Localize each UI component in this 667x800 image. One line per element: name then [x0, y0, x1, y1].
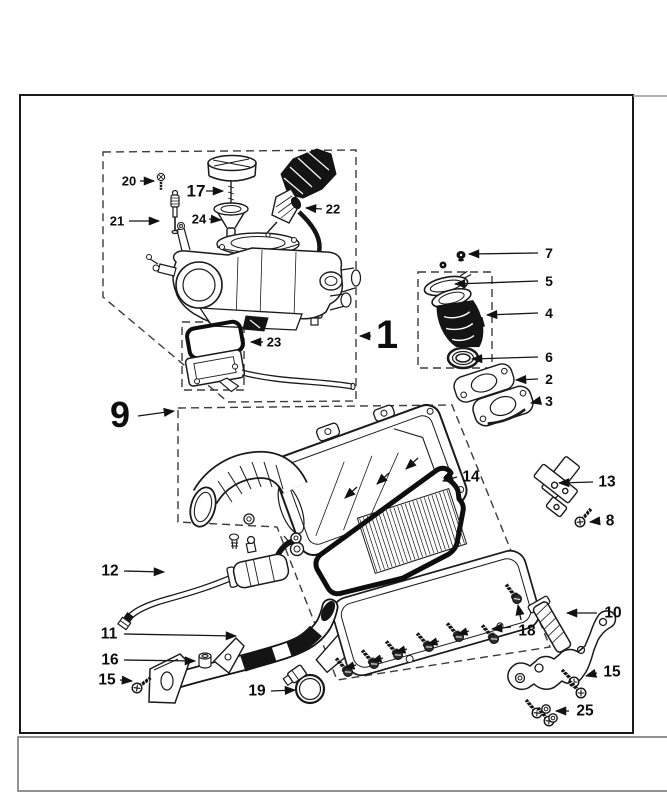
screw-direction-arrows — [343, 627, 470, 670]
part-callout-2: 2 — [545, 371, 553, 387]
page-frame — [17, 94, 667, 792]
part-callout-4: 4 — [545, 305, 553, 321]
leader-15-left — [119, 675, 134, 685]
intake-tube-part11 — [148, 598, 339, 704]
part-callout-3: 3 — [545, 393, 553, 409]
bowl-drain-hose — [241, 369, 353, 390]
callout-leader-lines — [119, 176, 601, 716]
carburetor-body — [146, 222, 362, 332]
leader-6 — [470, 354, 539, 364]
part-callout-1: 1 — [375, 313, 399, 357]
part-callout-13: 13 — [598, 473, 616, 491]
hose-clamp-part19 — [282, 664, 326, 705]
part-callout-21: 21 — [109, 213, 125, 229]
leader-16 — [123, 656, 197, 666]
part-callout-18: 18 — [518, 622, 536, 640]
carburetor-top-cap — [207, 154, 257, 182]
leader-13 — [557, 478, 594, 488]
housing-outlet-boss — [283, 535, 305, 557]
part-callout-14: 14 — [462, 468, 480, 486]
grommet-part16 — [198, 652, 212, 669]
screw-part8 — [572, 505, 596, 530]
leader-19 — [270, 685, 297, 695]
support-bracket-part10 — [507, 595, 617, 691]
leader-3 — [529, 396, 543, 405]
leader-2 — [514, 374, 539, 385]
leader-24 — [208, 214, 223, 224]
part-callout-8: 8 — [605, 512, 615, 530]
fasteners-part7 — [439, 251, 466, 269]
intake-duct-part4 — [431, 287, 485, 348]
leader-14 — [441, 473, 458, 483]
leader-4 — [485, 310, 539, 320]
leader-15-right — [584, 668, 598, 678]
part-callout-7: 7 — [545, 245, 553, 261]
part-callout-11: 11 — [100, 625, 118, 643]
screw-part20 — [156, 172, 166, 191]
spacer-part3 — [472, 385, 534, 427]
part-callout-25: 25 — [576, 702, 594, 720]
ais-valve-part12 — [117, 532, 302, 631]
small-bolt — [228, 533, 240, 550]
intake-snorkel — [189, 450, 308, 528]
group-9-boundary — [177, 404, 551, 681]
screws-part25 — [521, 696, 558, 729]
part-callout-22: 22 — [325, 201, 341, 217]
airbox-cover — [315, 549, 541, 677]
group-4-boundary — [417, 271, 493, 369]
part-callout-20: 20 — [121, 173, 137, 189]
leader-11 — [123, 631, 238, 641]
housing-studs — [344, 457, 419, 499]
leader-22 — [304, 204, 323, 214]
part-callout-19: 19 — [248, 682, 266, 700]
part-callout-17: 17 — [186, 181, 206, 201]
float-bowl-part23 — [184, 319, 356, 393]
leader-18-up — [515, 603, 525, 621]
leader-18-left — [490, 623, 512, 633]
footer-box — [17, 736, 667, 792]
part-callout-24: 24 — [191, 211, 207, 227]
part-callout-10: 10 — [604, 604, 622, 622]
leader-8 — [588, 516, 601, 526]
bracket-part13 — [533, 456, 580, 518]
part-callout-15-right: 15 — [603, 663, 621, 681]
leader-12 — [123, 567, 166, 577]
main-border — [19, 94, 634, 734]
part-callout-23: 23 — [266, 334, 282, 350]
leader-7 — [467, 249, 539, 259]
part-callout-6: 6 — [545, 349, 553, 365]
seal-ring-part6 — [446, 346, 480, 370]
part-callout-9: 9 — [109, 394, 131, 435]
part-callout-5: 5 — [545, 273, 553, 289]
part-callout-12: 12 — [101, 562, 119, 580]
leader-9 — [137, 407, 176, 417]
diaphragm-spring — [227, 180, 235, 204]
starter-plunger-part21 — [170, 189, 180, 235]
part-callout-15-left: 15 — [98, 671, 116, 689]
leader-5 — [453, 279, 539, 289]
part-callout-16: 16 — [101, 651, 119, 669]
